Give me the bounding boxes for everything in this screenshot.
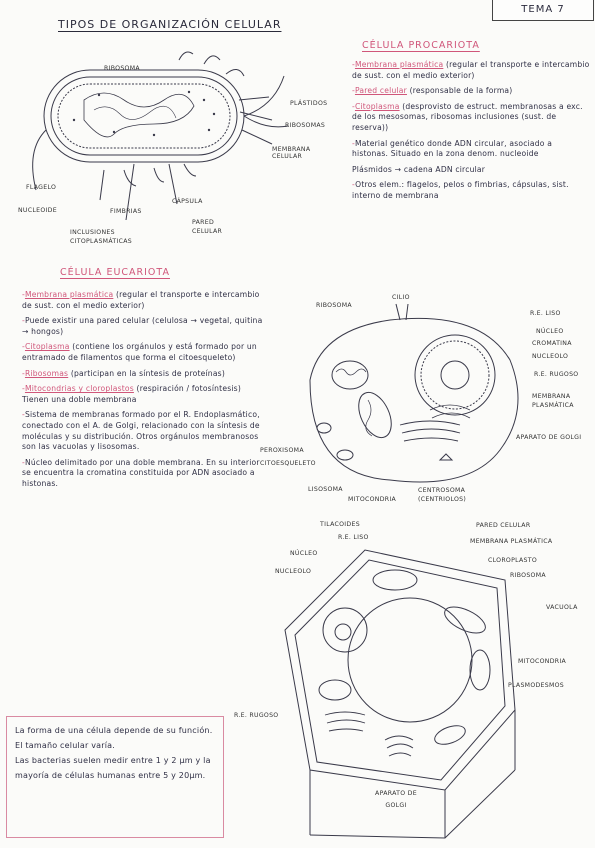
- callout-line-2: El tamaño celular varía.: [15, 741, 116, 750]
- label-capsula: CÁPSULA: [172, 198, 203, 205]
- procariota-item-5: Plásmidos → cadena ADN circular: [352, 164, 486, 174]
- label-animal-cromatina: CROMATINA: [532, 340, 572, 347]
- label-plant-membrana: MEMBRANA PLASMÁTICA: [470, 538, 553, 545]
- label-animal-cilio: CILIO: [392, 294, 410, 301]
- label-plant-plasmodesmos: PLASMODESMOS: [508, 682, 565, 689]
- procariota-item-1: -Membrana plasmática (regular el transpo…: [352, 60, 590, 80]
- page-title: TIPOS DE ORGANIZACIÓN CELULAR: [58, 18, 282, 31]
- label-animal-nucleolo: NUCLEOLO: [532, 353, 569, 360]
- eucariota-item-6: -Sistema de membranas formado por el R. …: [22, 410, 260, 452]
- eucariota-item-2: -Puede existir una pared celular (celulo…: [22, 316, 263, 336]
- label-animal-re-liso: R.E. LISO: [530, 310, 561, 317]
- procariota-item-6: -Otros elem.: flagelos, pelos o fimbrias…: [352, 180, 569, 200]
- label-ribosoma: RIBOSOMA: [104, 65, 140, 72]
- label-plant-nucleolo: NUCLEOLO: [275, 568, 312, 575]
- label-fimbrias: FIMBRIAS: [110, 208, 142, 215]
- label-plastidos: PLÁSTIDOS: [290, 100, 328, 107]
- label-inclusiones: INCLUSIONES CITOPLASMÁTICAS: [70, 229, 132, 245]
- label-ribosomas: RIBOSOMAS: [285, 122, 326, 129]
- procariota-item-4: -Material genético donde ADN circular, a…: [352, 138, 553, 159]
- label-nucleoide: NUCLEOIDE: [18, 207, 57, 214]
- prokaryote-diagram: [32, 51, 289, 220]
- procariota-notes: -Membrana plasmática (regular el transpo…: [352, 60, 590, 207]
- label-animal-nucleo: NÚCLEO: [536, 328, 564, 335]
- label-plant-golgi: APARATO DE GOLGI: [375, 790, 417, 809]
- procariota-item-3: -Citoplasma (desprovisto de estruct. mem…: [352, 101, 583, 132]
- eucariota-item-7: -Núcleo delimitado por una doble membran…: [22, 457, 260, 488]
- label-animal-re-rugoso: R.E. RUGOSO: [534, 371, 579, 378]
- plant-cell-diagram: [284, 549, 516, 839]
- label-animal-lisosoma: LISOSOMA: [308, 486, 343, 493]
- eucariota-notes: -Membrana plasmática (regular el transpo…: [22, 290, 267, 495]
- label-animal-ribosoma: RIBOSOMA: [316, 302, 352, 309]
- label-plant-pared: PARED CELULAR: [476, 522, 531, 529]
- label-animal-centrosoma: CENTROSOMA (CENTRIOLOS): [418, 487, 467, 503]
- label-animal-citoesqueleto: CITOESQUELETO: [260, 460, 316, 467]
- label-flagelo: FLAGELO: [26, 184, 57, 191]
- label-plant-vacuola: VACUOLA: [546, 604, 578, 611]
- label-plant-cloroplasto: CLOROPLASTO: [488, 557, 538, 564]
- callout-box: La forma de una célula depende de su fun…: [6, 716, 224, 838]
- label-plant-mitocondria: MITOCONDRIA: [518, 658, 567, 665]
- label-plant-nucleo: NÚCLEO: [290, 550, 318, 557]
- label-membrana-celular: MEMBRANA CELULAR: [272, 146, 311, 160]
- label-plant-re-rugoso: R.E. RUGOSO: [234, 712, 279, 719]
- eucariota-heading: CÉLULA EUCARIOTA: [60, 267, 170, 278]
- label-animal-golgi: APARATO DE GOLGI: [516, 434, 582, 441]
- eucariota-item-3: -Citoplasma (contiene los orgánulos y es…: [22, 342, 257, 362]
- label-plant-tilacoides: TILACOIDES: [320, 521, 360, 528]
- animal-cell-diagram: [309, 303, 519, 483]
- label-plant-ribosoma: RIBOSOMA: [510, 572, 546, 579]
- eucariota-item-5: -Mitocondrias y cloroplastos (respiració…: [22, 384, 241, 404]
- label-animal-membrana: MEMBRANA PLASMÁTICA: [532, 393, 574, 409]
- label-animal-mitocondria: MITOCONDRIA: [348, 496, 397, 503]
- callout-line-1: La forma de una célula depende de su fun…: [15, 726, 213, 735]
- label-pared-celular: PARED CELULAR: [192, 219, 223, 235]
- procariota-item-2: -Pared celular (responsable de la forma): [352, 86, 513, 96]
- procariota-heading: CÉLULA PROCARIOTA: [362, 40, 480, 51]
- tema-tab: TEMA 7: [492, 0, 594, 21]
- eucariota-item-1: -Membrana plasmática (regular el transpo…: [22, 290, 260, 310]
- label-animal-peroxisoma: PEROXISOMA: [260, 447, 304, 454]
- label-plant-re-liso: R.E. LISO: [338, 534, 369, 541]
- callout-line-3: Las bacterias suelen medir entre 1 y 2 μ…: [15, 756, 211, 780]
- eucariota-item-4: -Ribosomas (participan en la síntesis de…: [22, 368, 225, 378]
